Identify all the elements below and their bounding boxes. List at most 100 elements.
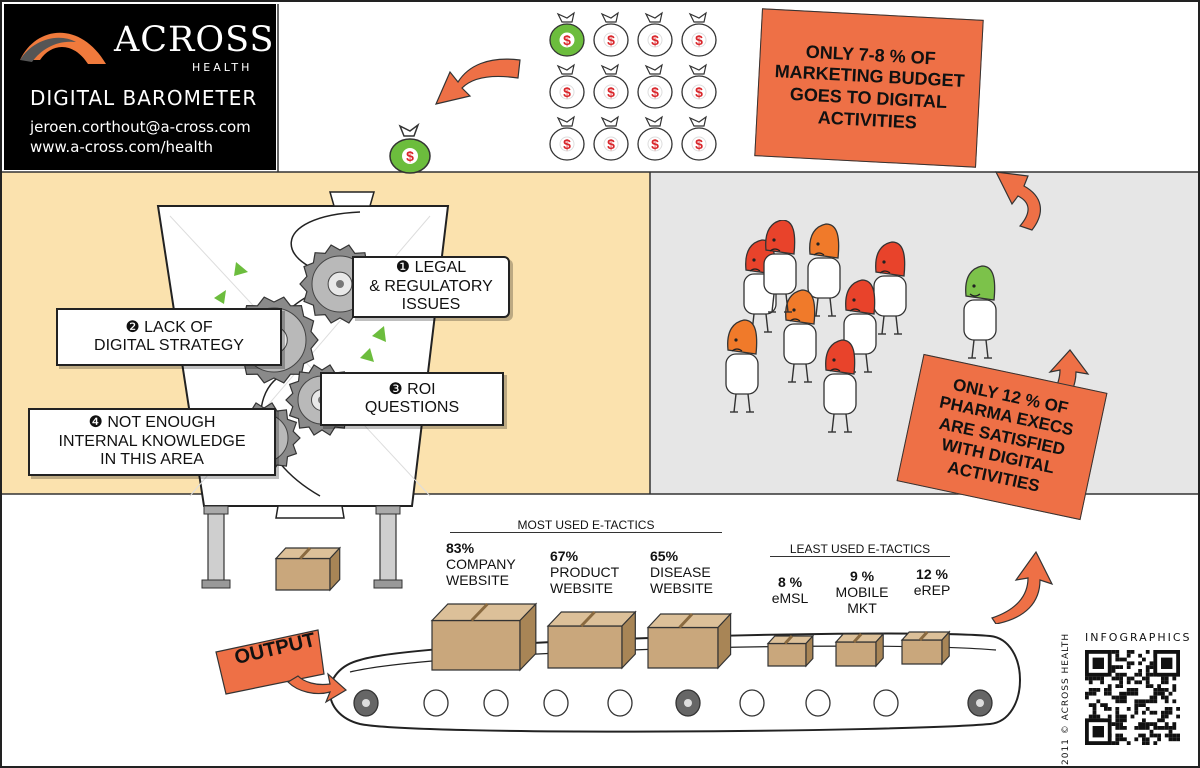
stat-company-label1: COMPANY <box>446 556 516 572</box>
money-bag-icon: $ <box>549 63 585 109</box>
money-bag-icon: $ <box>549 115 585 161</box>
svg-text:$: $ <box>651 84 659 100</box>
box-product-website <box>546 610 637 670</box>
money-bag-icon: $ <box>637 63 673 109</box>
issue-tag-legal: ❶ LEGAL & REGULATORY ISSUES <box>352 256 510 318</box>
issue-roi-line2: QUESTIONS <box>364 399 460 416</box>
svg-text:$: $ <box>695 84 703 100</box>
svg-text:$: $ <box>406 148 414 164</box>
stat-disease-label1: DISEASE <box>650 564 711 580</box>
issue-legal-line1: ❶ LEGAL <box>395 259 467 277</box>
belt-roller-icon <box>543 689 569 717</box>
issue-knowledge-line1: ❹ NOT ENOUGH <box>88 414 216 432</box>
issue-legal-line2: & REGULATORY <box>369 277 493 295</box>
least-used-heading: LEAST USED E-TACTICS <box>770 542 950 557</box>
belt-roller-icon <box>353 689 379 717</box>
executives-group <box>725 220 997 433</box>
stat-mobile: 9 % MOBILE MKT <box>830 568 894 616</box>
belt-roller-icon <box>739 689 765 717</box>
arrow-up-right-icon <box>994 171 1041 231</box>
issue-knowledge-line3: IN THIS AREA <box>100 451 204 469</box>
svg-text:$: $ <box>563 32 571 48</box>
belt-roller-icon <box>607 689 633 717</box>
svg-text:$: $ <box>695 32 703 48</box>
stat-company-label2: WEBSITE <box>446 572 510 589</box>
output-arrow-icon <box>215 629 348 704</box>
dissatisfied-exec-icon <box>783 289 817 383</box>
money-bag-icon: $ <box>593 115 629 161</box>
qr-code-icon[interactable] <box>1085 650 1181 750</box>
stat-company-pct: 83% <box>446 540 475 556</box>
copyright-text: 2011 © ACROSS HEALTH <box>1061 632 1071 765</box>
issue-strategy-line1: ❷ LACK OF <box>125 318 213 336</box>
contact-email[interactable]: jeroen.corthout@a-cross.com <box>30 118 251 136</box>
issue-roi-line1: ❸ ROI <box>388 380 436 398</box>
stat-company-website: 83% COMPANY WEBSITE <box>446 540 526 588</box>
svg-text:$: $ <box>651 32 659 48</box>
belt-roller-icon <box>423 689 449 717</box>
dissatisfied-exec-icon <box>823 339 857 433</box>
svg-text:$: $ <box>563 84 571 100</box>
infographics-label: INFOGRAPHICS <box>1085 631 1192 644</box>
money-bag-grid: $ $ $ $ $ $ $ $ $ $ $ $ <box>549 11 717 161</box>
issue-tag-strategy: ❷ LACK OF DIGITAL STRATEGY <box>56 308 282 366</box>
svg-text:$: $ <box>607 84 615 100</box>
box-company-website <box>430 602 538 672</box>
stat-emsl-pct: 8 % <box>777 574 803 590</box>
across-logo-icon <box>20 32 106 64</box>
svg-text:$: $ <box>607 32 615 48</box>
svg-text:$: $ <box>651 136 659 152</box>
belt-roller-icon <box>805 689 831 717</box>
stat-mobile-pct: 9 % <box>849 568 875 584</box>
stat-erep-label: eREP <box>913 582 951 598</box>
stat-mobile-label1: MOBILE <box>835 584 889 600</box>
money-bag-icon: $ <box>549 11 585 57</box>
money-bag-icon: $ <box>637 11 673 57</box>
contact-website[interactable]: www.a-cross.com/health <box>30 138 214 156</box>
money-bag-icon: $ <box>593 63 629 109</box>
satisfied-exec-icon <box>963 265 997 359</box>
money-bag-icon: $ <box>681 115 717 161</box>
belt-roller-icon <box>873 689 899 717</box>
svg-text:$: $ <box>607 136 615 152</box>
falling-money-bag-icon: $ <box>389 122 431 174</box>
stat-disease-label2: WEBSITE <box>650 580 714 597</box>
box-disease-website <box>646 612 732 670</box>
stat-disease-website: 65% DISEASE WEBSITE <box>650 548 730 596</box>
stat-product-website: 67% PRODUCT WEBSITE <box>550 548 630 596</box>
issue-tag-roi: ❸ ROI QUESTIONS <box>320 372 504 426</box>
issue-knowledge-line2: INTERNAL KNOWLEDGE <box>58 432 246 450</box>
logo-subtext: HEALTH <box>192 61 253 74</box>
box-mobile <box>834 632 885 668</box>
dissatisfied-exec-icon <box>763 220 797 313</box>
dissatisfied-exec-icon <box>843 279 877 373</box>
money-bag-icon: $ <box>681 63 717 109</box>
issue-strategy-line2: DIGITAL STRATEGY <box>94 337 244 354</box>
belt-roller-icon <box>967 689 993 717</box>
stat-erep-pct: 12 % <box>916 566 948 582</box>
box-emsl <box>766 634 815 668</box>
money-bag-icon: $ <box>593 11 629 57</box>
svg-text:$: $ <box>695 136 703 152</box>
money-bag-icon: $ <box>681 11 717 57</box>
stat-emsl-label: eMSL <box>771 590 809 606</box>
arrow-from-belt-icon <box>991 550 1054 624</box>
stat-mobile-label2: MKT <box>847 600 877 617</box>
logo-text: ACROSS <box>114 20 275 60</box>
stat-erep: 12 % eREP <box>904 566 960 598</box>
stat-product-label1: PRODUCT <box>550 564 620 580</box>
stat-product-pct: 67% <box>550 548 579 564</box>
money-bag-icon: $ <box>637 115 673 161</box>
stat-disease-pct: 65% <box>650 548 679 564</box>
belt-roller-icon <box>675 689 701 717</box>
most-used-heading: MOST USED E-TACTICS <box>450 518 722 533</box>
page-title: DIGITAL BAROMETER <box>30 86 258 110</box>
issue-legal-line3: ISSUES <box>401 296 461 314</box>
falling-box <box>274 546 342 592</box>
arrow-to-header-icon <box>434 58 521 105</box>
svg-text:$: $ <box>563 136 571 152</box>
box-erep <box>900 630 951 666</box>
dissatisfied-exec-icon <box>807 223 841 317</box>
